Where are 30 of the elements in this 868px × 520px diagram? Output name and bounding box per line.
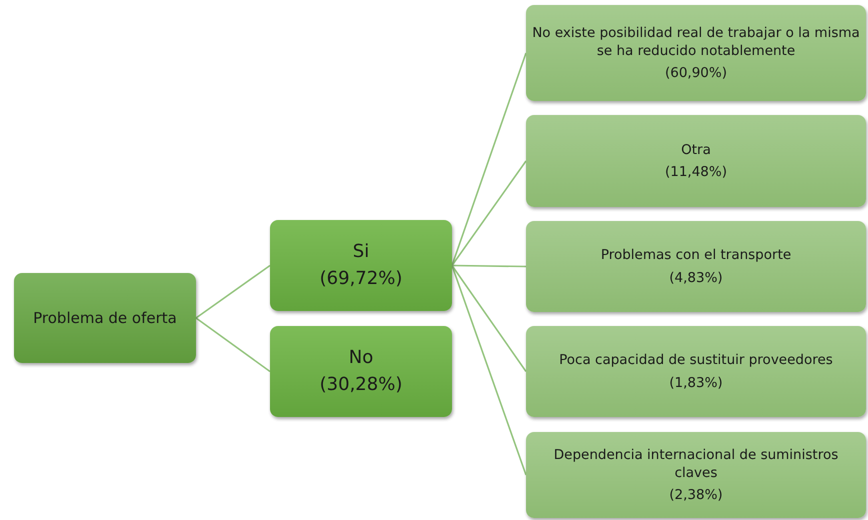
connector-line [196,264,270,319]
category-label: Poca capacidad de sustituir proveedores [559,351,833,370]
percentage-label: (11,48%) [664,163,727,182]
percentage-label: (1,83%) [669,374,723,392]
connector-line [196,317,270,372]
connector-line [452,264,526,268]
category-box [526,432,866,518]
percentage-label: (4,83%) [669,268,723,287]
category-label: No [348,346,374,370]
category-label: No existe posibilidad real de trabajar o la misma se ha reducido notablemente [532,24,860,60]
category-box [526,221,866,312]
connector-line [451,160,527,266]
category-box [526,115,866,207]
category-label: Dependencia internacional de suministros claves [552,446,840,482]
category-label: Problema de oferta [33,309,177,327]
category-label: Otra [681,140,711,159]
connector-line [451,265,527,476]
category-box [526,326,866,417]
category-box [526,5,866,101]
percentage-label: (30,28%) [320,372,402,396]
category-label: Si [352,240,370,264]
category-box [270,220,452,311]
connector-line [451,52,527,266]
percentage-label: (2,38%) [669,486,723,504]
percentage-label: (69,72%) [320,266,402,290]
category-box [270,326,452,417]
category-label: Problemas con el transporte [600,246,792,264]
percentage-label: (60,90%) [664,64,727,82]
category-box [14,273,196,363]
connector-line [451,265,527,372]
